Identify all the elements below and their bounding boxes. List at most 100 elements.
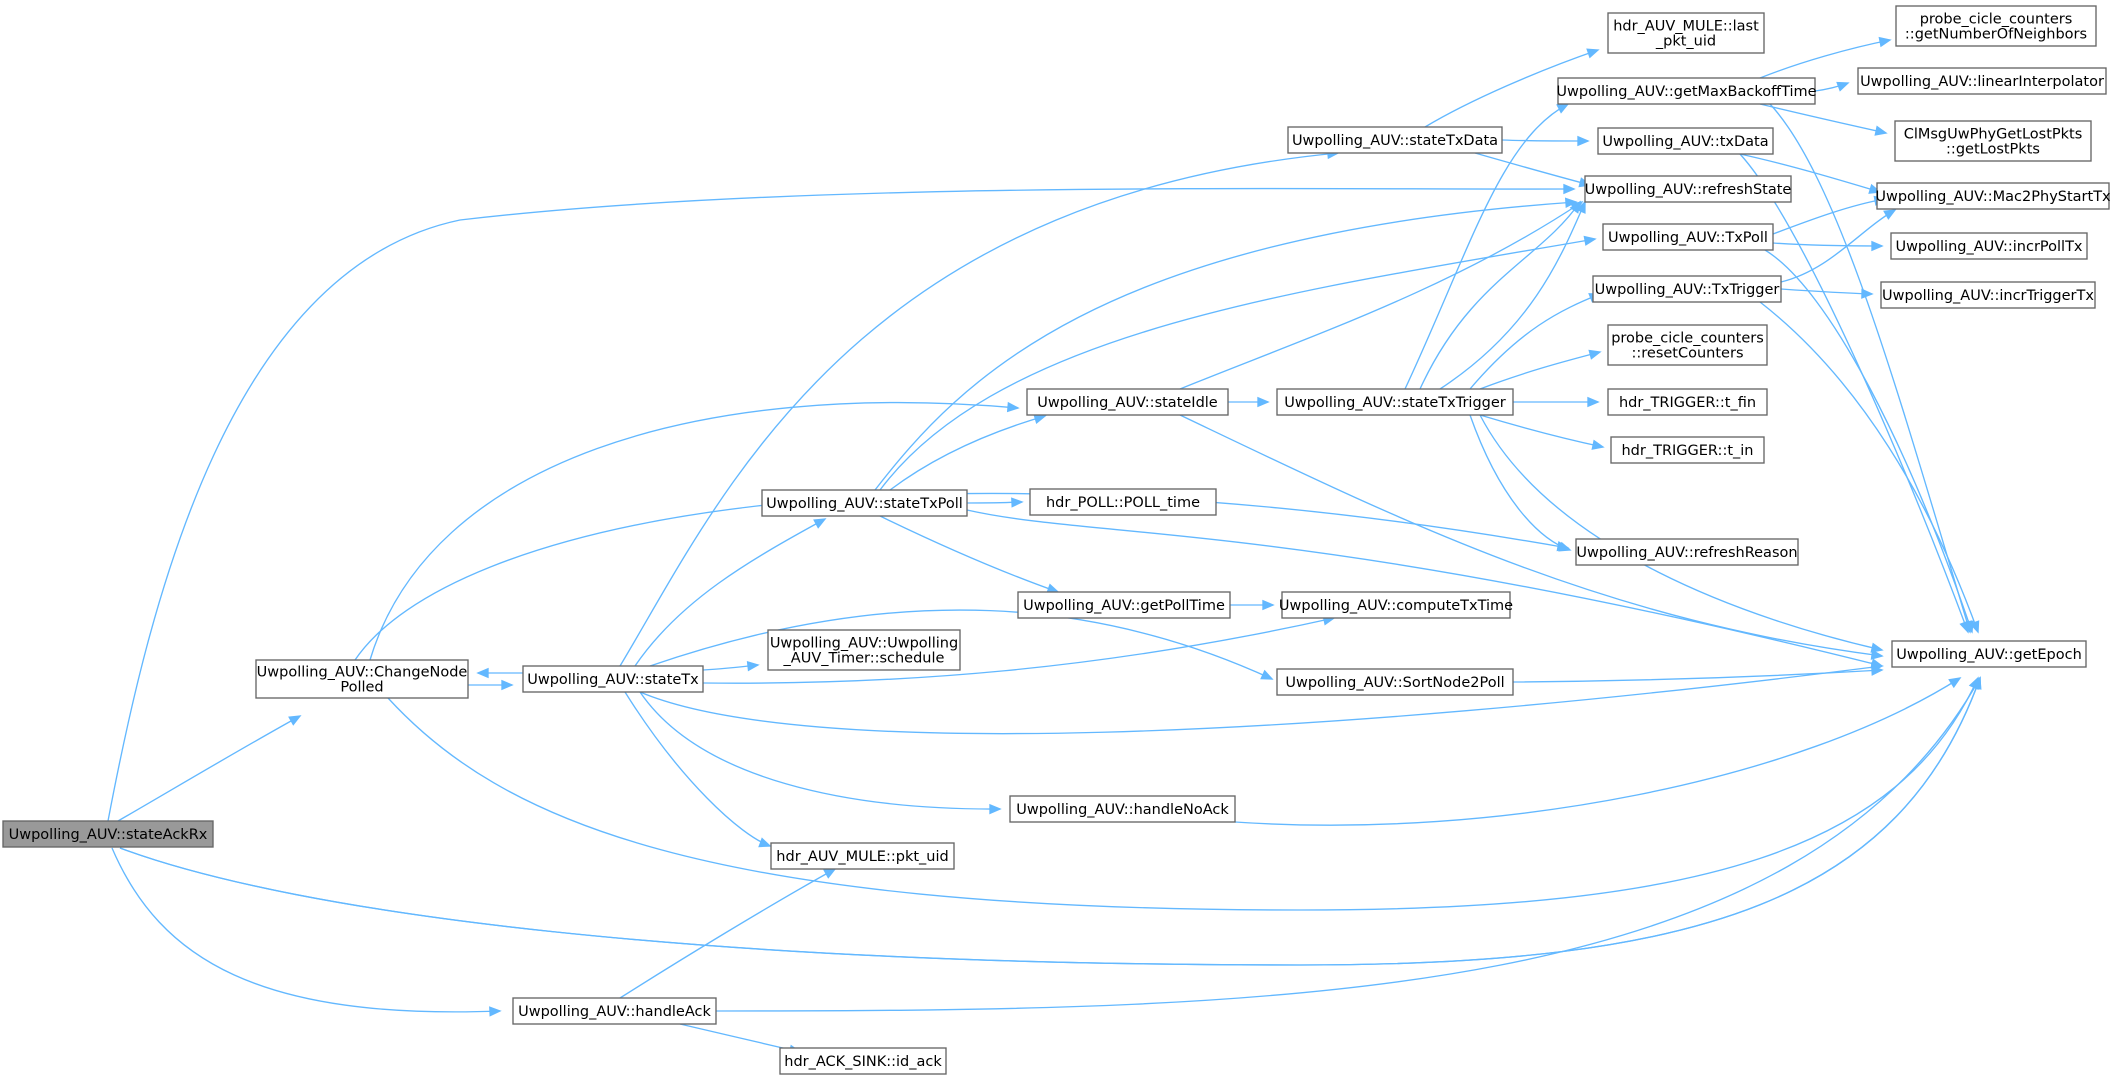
arrowhead-icon <box>1969 620 1980 634</box>
edge-line <box>119 677 1981 966</box>
arrowhead-icon <box>1871 665 1884 676</box>
node-box[interactable] <box>1276 388 1514 416</box>
edge-stateTx-to-pkt_uid <box>624 691 772 848</box>
node-Mac2PhyStartTx[interactable]: Uwpolling_AUV::Mac2PhyStartTx <box>1875 182 2111 210</box>
arrowhead-icon <box>989 803 1002 815</box>
node-box[interactable] <box>1876 182 2110 210</box>
node-box[interactable] <box>1607 388 1768 416</box>
node-label: ::resetCounters <box>1632 346 1744 362</box>
node-box[interactable] <box>779 1047 947 1075</box>
edge-line <box>889 415 1046 491</box>
node-box[interactable] <box>1017 591 1231 619</box>
node-box[interactable] <box>1607 12 1765 54</box>
node-TxTrigger[interactable]: Uwpolling_AUV::TxTrigger <box>1592 275 1782 303</box>
edge-TxTrigger-to-incrTriggerTx <box>1780 288 1874 299</box>
node-POLL_time[interactable]: hdr_POLL::POLL_time <box>1029 488 1217 516</box>
edge-line <box>1772 198 1886 235</box>
edge-line <box>1469 293 1601 390</box>
node-t_in[interactable]: hdr_TRIGGER::t_in <box>1610 436 1765 464</box>
edge-line <box>1759 39 1891 79</box>
node-box[interactable] <box>1584 175 1792 203</box>
node-label: Uwpolling_AUV::stateTxData <box>1292 133 1498 149</box>
node-computeTxTime[interactable]: Uwpolling_AUV::computeTxTime <box>1279 591 1513 619</box>
node-stateAckRx[interactable]: Uwpolling_AUV::stateAckRx <box>2 820 214 848</box>
node-pkt_uid[interactable]: hdr_AUV_MULE::pkt_uid <box>770 842 955 870</box>
edge-line <box>1739 153 1881 193</box>
node-txData[interactable]: Uwpolling_AUV::txData <box>1597 127 1774 155</box>
arrowhead-icon <box>1870 642 1884 653</box>
node-last_pkt_uid[interactable]: hdr_AUV_MULE::last_pkt_uid <box>1607 12 1765 54</box>
node-box[interactable] <box>512 997 717 1025</box>
node-getLostPkts[interactable]: ClMsgUwPhyGetLostPkts::getLostPkts <box>1894 120 2092 162</box>
arrowhead-icon <box>1577 135 1590 147</box>
arrowhead-icon <box>489 1006 502 1017</box>
node-box[interactable] <box>1890 232 2088 260</box>
node-box[interactable] <box>1276 668 1514 696</box>
node-box[interactable] <box>767 629 961 671</box>
arrowhead-icon <box>1836 81 1850 92</box>
node-getNumberOfNeighbors[interactable]: probe_cicle_counters::getNumberOfNeighbo… <box>1895 5 2097 47</box>
node-getEpoch[interactable]: Uwpolling_AUV::getEpoch <box>1891 640 2087 668</box>
node-getPollTime[interactable]: Uwpolling_AUV::getPollTime <box>1017 591 1231 619</box>
edge-stateTxData-to-refreshState <box>1474 152 1592 188</box>
edge-handleAck-to-getEpoch <box>715 676 1981 1012</box>
node-box[interactable] <box>1287 126 1503 154</box>
node-box[interactable] <box>1575 538 1799 566</box>
node-box[interactable] <box>1857 67 2107 95</box>
node-box[interactable] <box>1597 127 1774 155</box>
node-stateIdle[interactable]: Uwpolling_AUV::stateIdle <box>1026 388 1229 416</box>
node-box[interactable] <box>2 820 214 848</box>
arrowhead-icon <box>1006 401 1020 413</box>
node-box[interactable] <box>1607 324 1768 366</box>
node-box[interactable] <box>1610 436 1765 464</box>
arrowhead-icon <box>1586 48 1600 59</box>
node-handleNoAck[interactable]: Uwpolling_AUV::handleNoAck <box>1009 795 1236 823</box>
node-box[interactable] <box>1894 120 2092 162</box>
node-box[interactable] <box>1281 591 1511 619</box>
node-box[interactable] <box>1009 795 1236 823</box>
node-box[interactable] <box>1895 5 2097 47</box>
edge-getMaxBackoffTime-to-getLostPkts <box>1759 103 1888 136</box>
node-box[interactable] <box>1891 640 2087 668</box>
edge-stateAckRx-to-handleAck <box>111 847 502 1017</box>
edge-line <box>639 691 1001 810</box>
node-timerSchedule[interactable]: Uwpolling_AUV::Uwpolling_AUV_Timer::sche… <box>767 629 961 671</box>
node-box[interactable] <box>1026 388 1229 416</box>
node-box[interactable] <box>1029 488 1217 516</box>
node-label: Uwpolling_AUV::ChangeNode <box>257 665 468 681</box>
edge-line <box>1439 201 1586 390</box>
node-label: Uwpolling_AUV::stateAckRx <box>9 827 208 843</box>
node-box[interactable] <box>255 659 469 699</box>
node-stateTx[interactable]: Uwpolling_AUV::stateTx <box>522 665 704 693</box>
node-t_fin[interactable]: hdr_TRIGGER::t_fin <box>1607 388 1768 416</box>
node-incrTriggerTx[interactable]: Uwpolling_AUV::incrTriggerTx <box>1880 281 2096 309</box>
node-stateTxData[interactable]: Uwpolling_AUV::stateTxData <box>1287 126 1503 154</box>
node-linearInterpolator[interactable]: Uwpolling_AUV::linearInterpolator <box>1857 67 2107 95</box>
node-incrPollTx[interactable]: Uwpolling_AUV::incrPollTx <box>1890 232 2088 260</box>
edge-TxTrigger-to-getEpoch <box>1759 301 1980 634</box>
node-handleAck[interactable]: Uwpolling_AUV::handleAck <box>512 997 717 1025</box>
node-box[interactable] <box>522 665 704 693</box>
node-box[interactable] <box>1592 275 1782 303</box>
node-box[interactable] <box>1602 223 1774 251</box>
node-refreshReason[interactable]: Uwpolling_AUV::refreshReason <box>1575 538 1799 566</box>
node-resetCounters[interactable]: probe_cicle_counters::resetCounters <box>1607 324 1768 366</box>
node-id_ack[interactable]: hdr_ACK_SINK::id_ack <box>779 1047 947 1075</box>
node-stateTxPoll[interactable]: Uwpolling_AUV::stateTxPoll <box>761 489 968 517</box>
node-label: _pkt_uid <box>1655 34 1716 50</box>
node-box[interactable] <box>1557 77 1816 105</box>
edge-line <box>715 677 1981 1012</box>
arrowhead-icon <box>1563 183 1576 195</box>
node-box[interactable] <box>1880 281 2096 309</box>
node-refreshState[interactable]: Uwpolling_AUV::refreshState <box>1584 175 1792 203</box>
node-stateTxTrigger[interactable]: Uwpolling_AUV::stateTxTrigger <box>1276 388 1514 416</box>
node-box[interactable] <box>761 489 968 517</box>
node-TxPoll[interactable]: Uwpolling_AUV::TxPoll <box>1602 223 1774 251</box>
edge-line <box>1772 242 1883 247</box>
node-box[interactable] <box>770 842 955 870</box>
node-SortNode2Poll[interactable]: Uwpolling_AUV::SortNode2Poll <box>1276 668 1514 696</box>
node-getMaxBackoffTime[interactable]: Uwpolling_AUV::getMaxBackoffTime <box>1556 77 1817 105</box>
edge-line <box>1424 49 1599 128</box>
edge-line <box>1469 414 1571 551</box>
